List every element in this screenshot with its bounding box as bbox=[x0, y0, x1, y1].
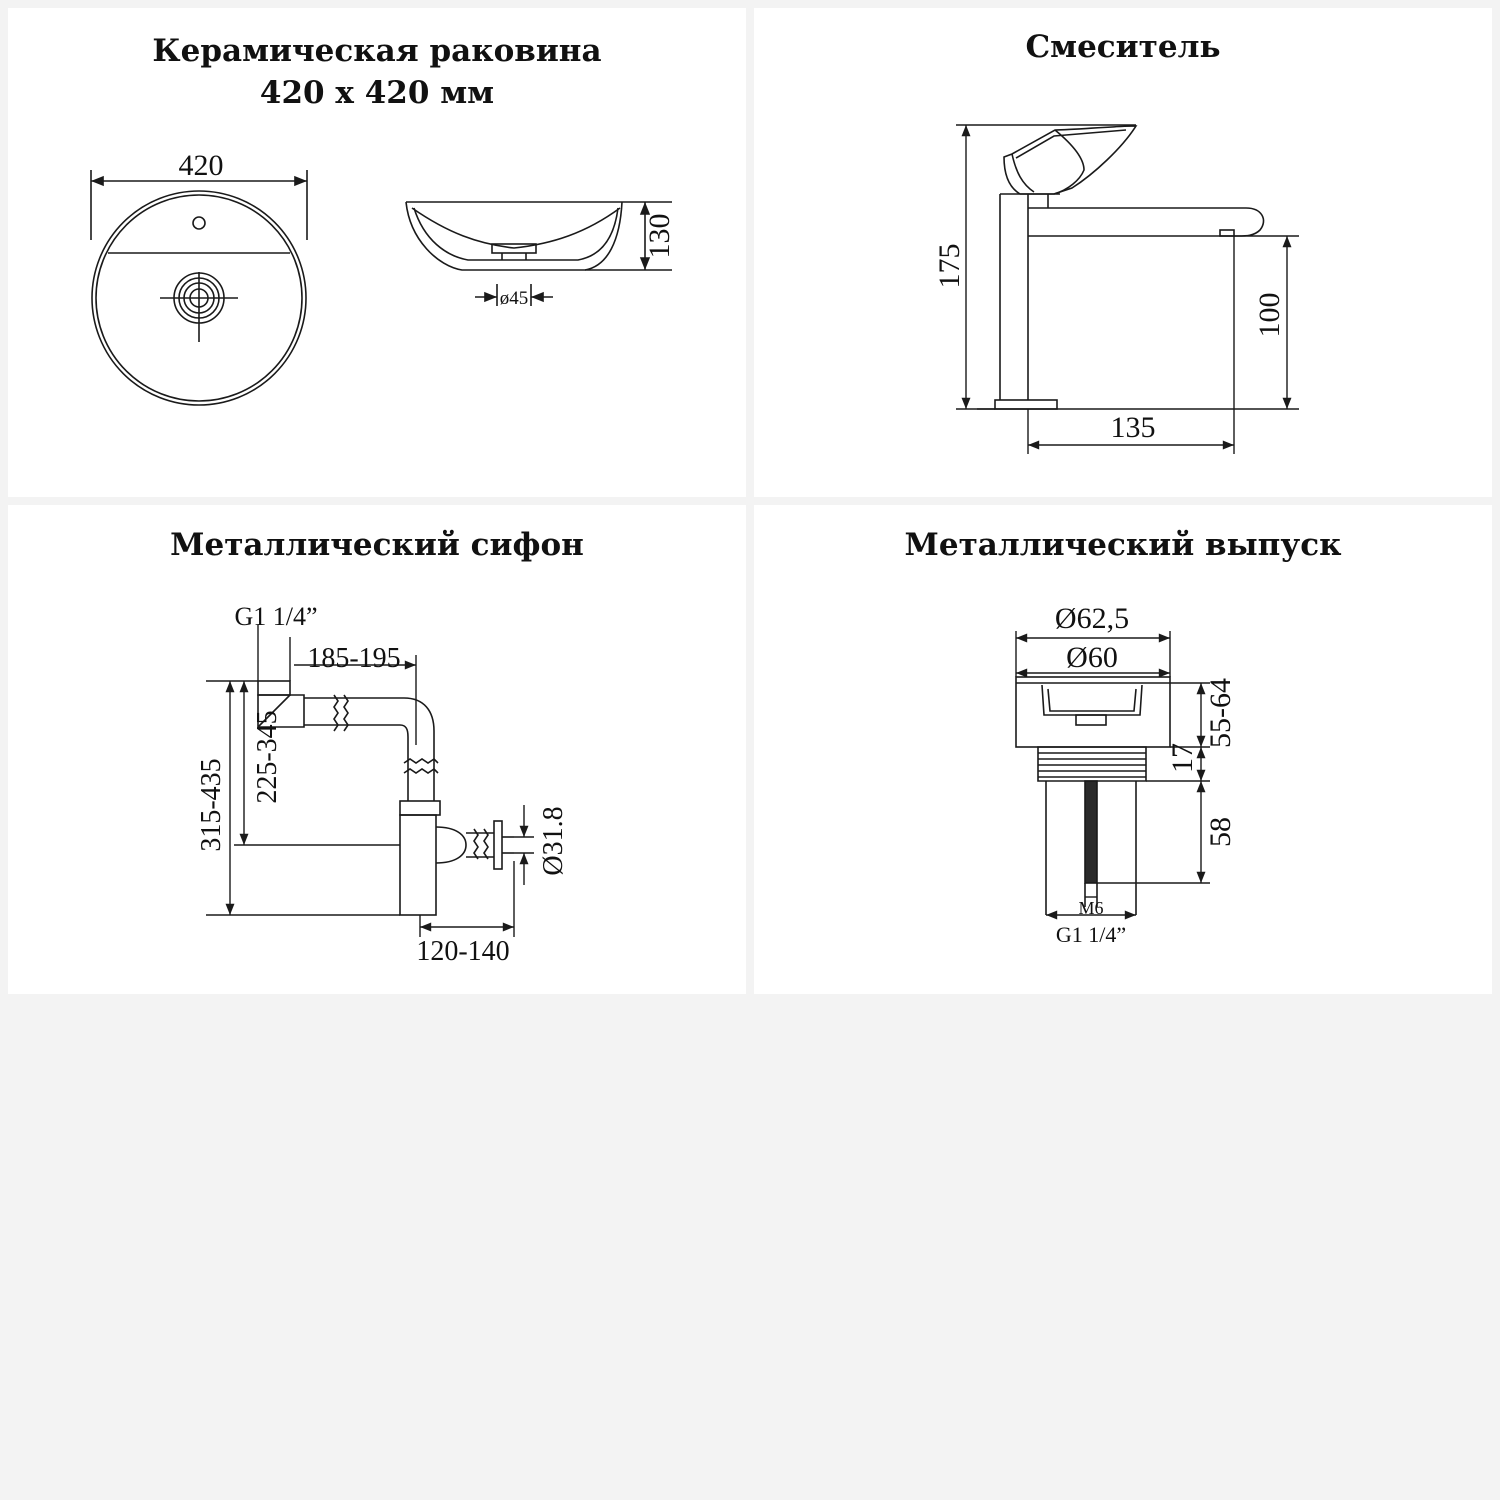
sink-side-view bbox=[405, 201, 672, 306]
siphon-outlet-diameter-label: Ø31.8 bbox=[538, 806, 569, 875]
drain-screw-label: M6 bbox=[1078, 898, 1103, 918]
siphon-outlet-height-label: 225-345 bbox=[252, 710, 283, 803]
sink-height-label: 130 bbox=[643, 214, 676, 259]
drain-thread-label: G1 1/4” bbox=[1056, 922, 1126, 947]
sink-top-view bbox=[90, 170, 308, 406]
sink-title-line2: 420 x 420 мм bbox=[259, 75, 495, 111]
sink-panel: Керамическая раковина 420 x 420 мм 420 bbox=[8, 8, 746, 497]
mixer-height-label: 175 bbox=[933, 244, 966, 289]
drain-dimension-lines bbox=[1015, 631, 1210, 920]
siphon-reach-label: 185-195 bbox=[307, 643, 400, 674]
drain-cap-height-label: 17 bbox=[1166, 743, 1199, 773]
siphon-depth-label: 120-140 bbox=[416, 936, 509, 967]
drain-title: Металлический выпуск bbox=[904, 527, 1342, 563]
siphon-thread-label: G1 1/4” bbox=[234, 602, 317, 631]
mixer-drawing: 175 100 135 bbox=[933, 124, 1299, 454]
drain-body bbox=[1015, 676, 1171, 915]
sink-title-line1: Керамическая раковина bbox=[152, 33, 602, 69]
siphon-panel: Металлический сифон bbox=[8, 505, 746, 994]
sink-drawing: 420 130 ø45 bbox=[90, 149, 676, 406]
siphon-dimension-lines bbox=[206, 625, 534, 937]
drain-panel: Металлический выпуск bbox=[754, 505, 1492, 994]
mixer-panel: Смеситель bbox=[754, 8, 1492, 497]
mixer-spout-reach-label: 135 bbox=[1111, 411, 1156, 444]
drain-adjust-height-label: 55-64 bbox=[1204, 678, 1237, 748]
sink-title: Керамическая раковина 420 x 420 мм bbox=[8, 30, 746, 114]
siphon-drawing: G1 1/4” 185-195 315-435 225-345 Ø31.8 12… bbox=[196, 602, 569, 967]
mixer-body bbox=[977, 125, 1265, 410]
sink-width-label: 420 bbox=[179, 149, 224, 182]
drain-outer-diameter-label: Ø62,5 bbox=[1055, 602, 1129, 635]
siphon-body bbox=[257, 680, 514, 916]
sink-drain-label: ø45 bbox=[500, 288, 529, 309]
drain-inner-diameter-label: Ø60 bbox=[1066, 641, 1118, 674]
drain-body-height-label: 58 bbox=[1204, 817, 1237, 847]
drain-drawing: Ø62,5 Ø60 55-64 17 58 M6 G1 1/4” bbox=[1015, 602, 1237, 947]
siphon-title: Металлический сифон bbox=[170, 527, 584, 563]
mixer-spout-height-label: 100 bbox=[1253, 293, 1286, 338]
mixer-dimension-lines bbox=[956, 124, 1299, 454]
siphon-total-height-label: 315-435 bbox=[196, 758, 227, 851]
mixer-title: Смеситель bbox=[1025, 29, 1221, 65]
